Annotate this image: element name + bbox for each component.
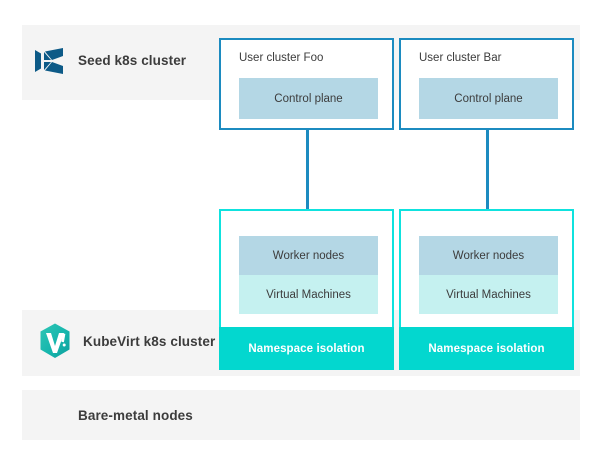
user-cluster-bar-title: User cluster Bar bbox=[419, 52, 502, 64]
worker-nodes-bar: Worker nodes bbox=[419, 236, 558, 275]
band-label-bare-metal-nodes: Bare-metal nodes bbox=[78, 408, 193, 423]
user-cluster-foo-title: User cluster Foo bbox=[239, 52, 324, 64]
band-bare-metal-nodes bbox=[22, 390, 580, 440]
user-cluster-bar-box[interactable]: User cluster Bar Control plane bbox=[399, 38, 574, 130]
kubevirt-logo-icon bbox=[35, 322, 75, 362]
connector-line-foo bbox=[306, 128, 309, 212]
workload-box-bar[interactable]: Worker nodes Virtual Machines Namespace … bbox=[399, 209, 574, 370]
band-label-seed-k8s-cluster: Seed k8s cluster bbox=[78, 53, 187, 68]
workload-stack-foo: Worker nodes Virtual Machines bbox=[239, 236, 378, 314]
namespace-isolation-foo: Namespace isolation bbox=[219, 327, 394, 370]
connector-line-bar bbox=[486, 128, 489, 212]
band-label-kubevirt-k8s-cluster: KubeVirt k8s cluster bbox=[83, 334, 216, 349]
user-cluster-foo-box[interactable]: User cluster Foo Control plane bbox=[219, 38, 394, 130]
workload-stack-bar: Worker nodes Virtual Machines bbox=[419, 236, 558, 314]
worker-nodes-foo: Worker nodes bbox=[239, 236, 378, 275]
control-plane-bar: Control plane bbox=[419, 78, 558, 119]
kubermatic-logo-icon bbox=[33, 44, 67, 78]
workload-box-foo[interactable]: Worker nodes Virtual Machines Namespace … bbox=[219, 209, 394, 370]
virtual-machines-bar: Virtual Machines bbox=[419, 275, 558, 314]
control-plane-foo: Control plane bbox=[239, 78, 378, 119]
namespace-isolation-bar: Namespace isolation bbox=[399, 327, 574, 370]
virtual-machines-foo: Virtual Machines bbox=[239, 275, 378, 314]
